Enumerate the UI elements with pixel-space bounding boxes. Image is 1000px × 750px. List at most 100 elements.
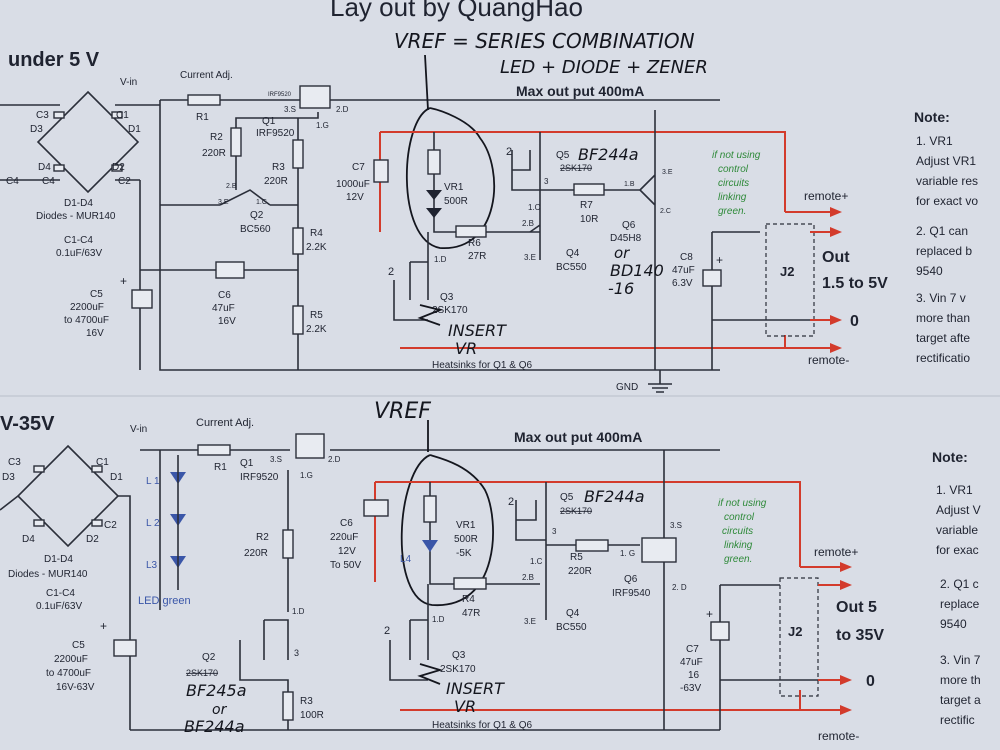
top-c5-value2: to 4700uF (64, 315, 109, 326)
svg-text:green.: green. (718, 206, 746, 217)
top-r1-label: R1 (196, 112, 209, 123)
svg-text:L 1: L 1 (146, 476, 160, 487)
svg-text:Q4: Q4 (566, 608, 580, 619)
svg-text:IRF9540: IRF9540 (612, 588, 651, 599)
svg-text:D3: D3 (2, 472, 15, 483)
bottom-c7-capacitor (710, 621, 730, 641)
bottom-zero-label: 0 (866, 673, 875, 690)
bottom-q5-handwritten: BF244a (584, 487, 645, 506)
top-section-title: under 5 V (8, 49, 100, 71)
svg-text:-16: -16 (608, 279, 634, 298)
top-bridge-rectifier: C3 D3 C1 D1 D4 C4 D2 C2 C4 D1-D4 Diodes … (0, 90, 160, 259)
svg-text:47R: 47R (462, 608, 480, 619)
svg-text:C7: C7 (352, 162, 365, 173)
bottom-led-green-label: LED green (138, 595, 191, 607)
top-vref-note-line1: VREF = SERIES COMBINATION (394, 29, 695, 53)
svg-text:Q5: Q5 (560, 492, 574, 503)
svg-text:220R: 220R (568, 566, 592, 577)
top-c1-label: C1 (116, 110, 129, 121)
svg-text:2.2K: 2.2K (306, 242, 327, 253)
top-insert-vr-zigzag (417, 304, 443, 326)
svg-text:2.D: 2.D (336, 105, 349, 114)
svg-text:Q1: Q1 (240, 458, 254, 469)
top-q3-part: 2SK170 (432, 305, 468, 316)
top-q5-label: Q5 (556, 150, 570, 161)
svg-text:green.: green. (724, 554, 752, 565)
svg-text:R1: R1 (214, 462, 227, 473)
svg-text:500R: 500R (454, 534, 478, 545)
top-vin-label: V-in (120, 77, 137, 88)
top-out-range: 1.5 to 5V (822, 275, 888, 292)
svg-text:or: or (614, 244, 630, 262)
top-q1-label: Q1 (262, 116, 276, 127)
top-vref-diode-1 (426, 190, 442, 200)
top-remote-plus: remote+ (804, 189, 848, 203)
bottom-remote-minus: remote- (818, 729, 859, 743)
bottom-q6-mosfet (641, 537, 677, 563)
top-c4-label: C4 (6, 176, 19, 187)
top-c2-label: C2 (118, 176, 131, 187)
svg-text:1.D: 1.D (434, 255, 447, 264)
svg-text:220uF: 220uF (330, 532, 358, 543)
svg-text:2SK170: 2SK170 (186, 668, 218, 678)
svg-text:1.D: 1.D (292, 607, 305, 616)
bottom-heatsinks-note: Heatsinks for Q1 & Q6 (432, 720, 532, 731)
svg-text:linking: linking (718, 192, 747, 203)
top-q6-label: Q6 (622, 220, 636, 231)
svg-text:1. VR1: 1. VR1 (916, 134, 953, 148)
svg-text:27R: 27R (468, 251, 486, 262)
top-r2-resistor (230, 127, 242, 157)
svg-text:3. Vin 7: 3. Vin 7 (940, 653, 981, 667)
svg-text:C7: C7 (686, 644, 699, 655)
top-c1c4-value: 0.1uF/63V (56, 248, 102, 259)
top-heatsinks-note: Heatsinks for Q1 & Q6 (432, 360, 532, 371)
top-notes: Note: 1. VR1 Adjust VR1 variable res for… (914, 109, 978, 365)
svg-text:C6: C6 (218, 290, 231, 301)
svg-text:10R: 10R (580, 214, 598, 225)
svg-text:for exact vo: for exact vo (916, 194, 978, 208)
svg-text:2: 2 (384, 625, 390, 637)
svg-text:D4: D4 (22, 534, 35, 545)
svg-text:2: 2 (506, 146, 512, 158)
svg-text:47uF: 47uF (680, 657, 703, 668)
bottom-c6-capacitor (363, 499, 389, 517)
top-schematic: under 5 V C3 D3 C1 D1 D4 C4 D2 C2 C4 D1-… (0, 29, 888, 393)
bottom-q3-part: 2SK170 (440, 664, 476, 675)
svg-text:D2: D2 (86, 534, 99, 545)
svg-text:1.G: 1.G (300, 471, 313, 480)
svg-text:2.C: 2.C (660, 208, 671, 215)
svg-text:1.C: 1.C (256, 199, 267, 206)
svg-text:12V: 12V (338, 546, 356, 557)
top-j2-connector (765, 223, 815, 337)
svg-text:replaced b: replaced b (916, 244, 972, 258)
top-c5-label: C5 (90, 289, 103, 300)
top-c5-voltage: 16V (86, 328, 104, 339)
svg-text:R2: R2 (256, 532, 269, 543)
svg-text:to 4700uF: to 4700uF (46, 668, 91, 679)
top-diodes-part: Diodes - MUR140 (36, 211, 116, 222)
svg-text:16V-63V: 16V-63V (56, 682, 95, 693)
svg-text:or: or (212, 702, 228, 718)
svg-text:R5: R5 (310, 310, 323, 321)
top-max-out-label: Max out put 400mA (516, 83, 644, 99)
svg-text:VR1: VR1 (456, 520, 476, 531)
top-insert-vr-2: VR (455, 339, 477, 358)
svg-text:+: + (100, 619, 107, 633)
bottom-r2-resistor (282, 529, 294, 559)
svg-text:3.E: 3.E (662, 169, 673, 176)
svg-text:R7: R7 (580, 200, 593, 211)
svg-text:BF245a: BF245a (186, 681, 247, 700)
svg-text:J2: J2 (788, 624, 802, 639)
top-c8-capacitor (702, 269, 722, 287)
top-q2-part: BC560 (240, 224, 271, 235)
bottom-vref-note: VREF (374, 399, 431, 424)
svg-text:220R: 220R (244, 548, 268, 559)
svg-text:R3: R3 (300, 696, 313, 707)
top-q5-part: 2SK170 (560, 163, 592, 173)
svg-text:J2: J2 (780, 264, 794, 279)
top-q6-part: D45H8 (610, 233, 642, 244)
top-q3-label: Q3 (440, 292, 454, 303)
top-r6-resistor (455, 225, 487, 238)
svg-text:-5K: -5K (456, 548, 472, 559)
svg-text:+: + (716, 253, 723, 267)
